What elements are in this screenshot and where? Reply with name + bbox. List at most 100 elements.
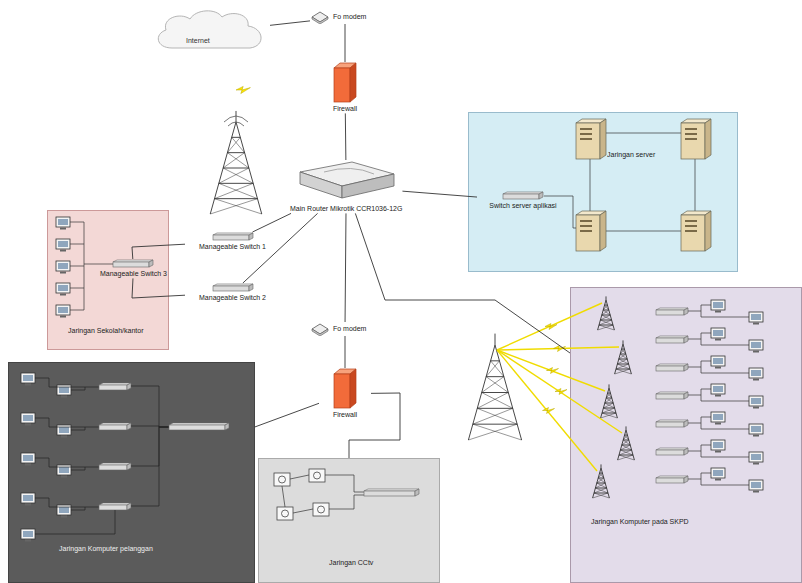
drawing-part <box>684 476 688 483</box>
drawing-part <box>713 358 723 364</box>
cable-line <box>84 264 113 265</box>
computer-icon <box>749 396 763 409</box>
drawing-part <box>342 174 394 198</box>
drawing-part <box>215 199 262 214</box>
customer-network-panel: Jaringan Komputer pelanggan <box>8 362 255 583</box>
drawing-part <box>619 455 634 460</box>
cable-line <box>325 475 364 492</box>
computer-icon <box>21 529 35 542</box>
drawing-part <box>59 387 69 393</box>
computer-icon <box>21 493 35 506</box>
drawing-part <box>99 385 127 390</box>
drawing-part <box>223 168 249 169</box>
network-cable <box>132 244 185 259</box>
drawing-part <box>594 493 608 494</box>
drawing-part <box>486 361 499 377</box>
cable-line <box>688 417 711 423</box>
internet-cloud: Internet <box>150 6 270 58</box>
drawing-part <box>473 424 522 440</box>
node-label: Jaringan server <box>607 151 675 159</box>
drawing-part <box>753 407 759 409</box>
drawing-part <box>602 413 616 414</box>
switch-icon <box>503 192 543 199</box>
cable-line <box>293 509 313 513</box>
drawing-part <box>685 220 697 222</box>
drawing-part <box>753 323 759 325</box>
computer-icon <box>749 368 763 381</box>
cable-line <box>84 222 85 310</box>
drawing-part <box>656 338 684 343</box>
wireless-bolt <box>555 389 567 395</box>
computer-icon <box>21 453 35 466</box>
school-network-panel: Manageable Switch 3Jaringan Sekolah/kant… <box>47 210 169 350</box>
node-label: Jaringan Komputer pelanggan <box>59 545 229 553</box>
drawing-part <box>21 529 35 539</box>
drawing-part <box>619 359 629 364</box>
drawing-part <box>25 504 31 506</box>
cable-line <box>70 310 84 311</box>
drawing-part <box>619 359 627 360</box>
cable-line <box>70 288 84 289</box>
radio-tower <box>210 111 262 214</box>
cable-line <box>71 507 85 510</box>
server-network-panel: Switch server aplikasi Jaringan server <box>468 112 738 272</box>
node-label: Switch server aplikasi <box>477 202 569 210</box>
drawing-part <box>616 364 629 369</box>
radio-tower <box>601 384 618 418</box>
drawing-part <box>598 325 613 330</box>
drawing-part <box>656 478 684 483</box>
drawing-part <box>210 122 262 214</box>
drawing-part <box>57 385 71 395</box>
drawing-part <box>751 426 761 432</box>
drawing-part <box>684 364 688 371</box>
drawing-part <box>615 344 632 374</box>
drawing-part <box>684 336 688 343</box>
drawing-part <box>491 360 500 361</box>
drawing-part <box>622 445 632 450</box>
wireless-bolt <box>554 346 566 352</box>
cable-line <box>688 389 711 395</box>
drawing-part <box>215 198 258 199</box>
switch-icon <box>169 423 229 430</box>
drawing-part <box>158 11 261 48</box>
drawing-part <box>57 425 71 435</box>
drawing-part <box>227 152 244 153</box>
computer-icon <box>56 283 70 296</box>
computer-icon <box>21 373 35 386</box>
signal-waves <box>224 116 248 126</box>
drawing-part <box>56 239 70 249</box>
drawing-part <box>715 479 721 481</box>
drawing-part <box>753 351 759 353</box>
cable-line <box>688 305 711 311</box>
drawing-part <box>618 455 633 460</box>
drawing-part <box>601 388 618 418</box>
cable-line <box>35 510 115 534</box>
drawing-part <box>60 228 66 230</box>
drawing-part <box>602 310 609 315</box>
drawing-part <box>99 465 127 470</box>
drawing-part <box>334 374 350 408</box>
drawing-part <box>99 425 127 430</box>
drawing-part <box>603 403 613 408</box>
drawing-part <box>219 183 258 198</box>
drawing-part <box>622 440 629 445</box>
drawing-part <box>594 488 607 493</box>
network-cable <box>349 393 400 458</box>
drawing-part <box>685 230 697 232</box>
drawing-part <box>473 408 513 424</box>
drawing-part <box>605 403 613 404</box>
drawing-part <box>656 450 684 455</box>
wireless-link <box>497 350 597 471</box>
drawing-part <box>127 463 131 470</box>
wireless-link <box>497 350 605 391</box>
computer-icon <box>711 440 725 453</box>
wireless-bolt <box>543 408 555 414</box>
switch-icon <box>212 283 254 293</box>
drawing-part <box>60 294 66 296</box>
drawing-part <box>593 468 610 498</box>
cable-line <box>35 418 99 427</box>
wireless-bolt <box>236 86 250 93</box>
drawing-part <box>249 233 253 240</box>
drawing-part <box>277 507 293 520</box>
